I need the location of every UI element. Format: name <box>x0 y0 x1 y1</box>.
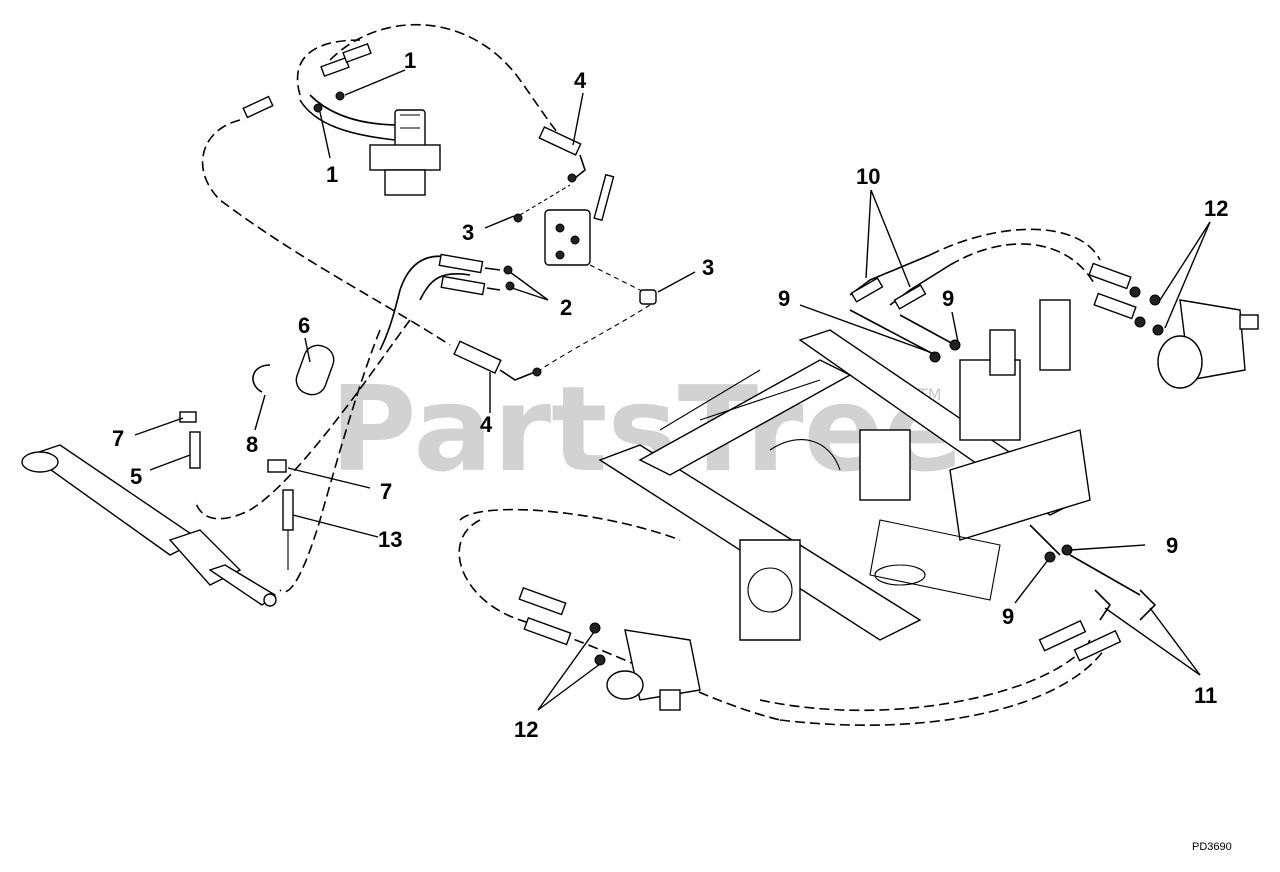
callout-10: 10 <box>856 164 880 189</box>
callout-9-right: 9 <box>1166 533 1178 558</box>
callout-4-lower: 4 <box>480 412 493 437</box>
callout-7-left: 7 <box>112 426 124 451</box>
callout-7-right: 7 <box>380 479 392 504</box>
leader-lines <box>134 69 1211 711</box>
callouts: 1 1 4 3 3 2 6 4 8 7 5 7 13 10 12 9 9 9 9… <box>112 48 1228 742</box>
callout-13: 13 <box>378 527 402 552</box>
callout-3-left: 3 <box>462 220 474 245</box>
callout-11: 11 <box>1194 683 1217 708</box>
callout-9-lower: 9 <box>1002 604 1014 629</box>
callout-3-right: 3 <box>702 255 714 280</box>
callout-9-upper: 9 <box>942 286 954 311</box>
callout-1-upper: 1 <box>404 48 416 73</box>
right-hose-assembly <box>458 228 1259 726</box>
callout-12-right: 12 <box>1204 196 1228 221</box>
left-cylinder-assembly <box>21 319 411 607</box>
upper-hose-assembly <box>201 23 657 381</box>
callout-4-upper: 4 <box>574 68 587 93</box>
callout-6: 6 <box>298 313 310 338</box>
callout-8: 8 <box>246 432 258 457</box>
callout-9-left: 9 <box>778 286 790 311</box>
callout-12-left: 12 <box>514 717 538 742</box>
callout-5: 5 <box>130 464 142 489</box>
callout-2: 2 <box>560 295 572 320</box>
callout-1-lower: 1 <box>326 162 338 187</box>
drawing-id: PD3690 <box>1192 841 1232 853</box>
chassis-frame <box>598 299 1091 641</box>
